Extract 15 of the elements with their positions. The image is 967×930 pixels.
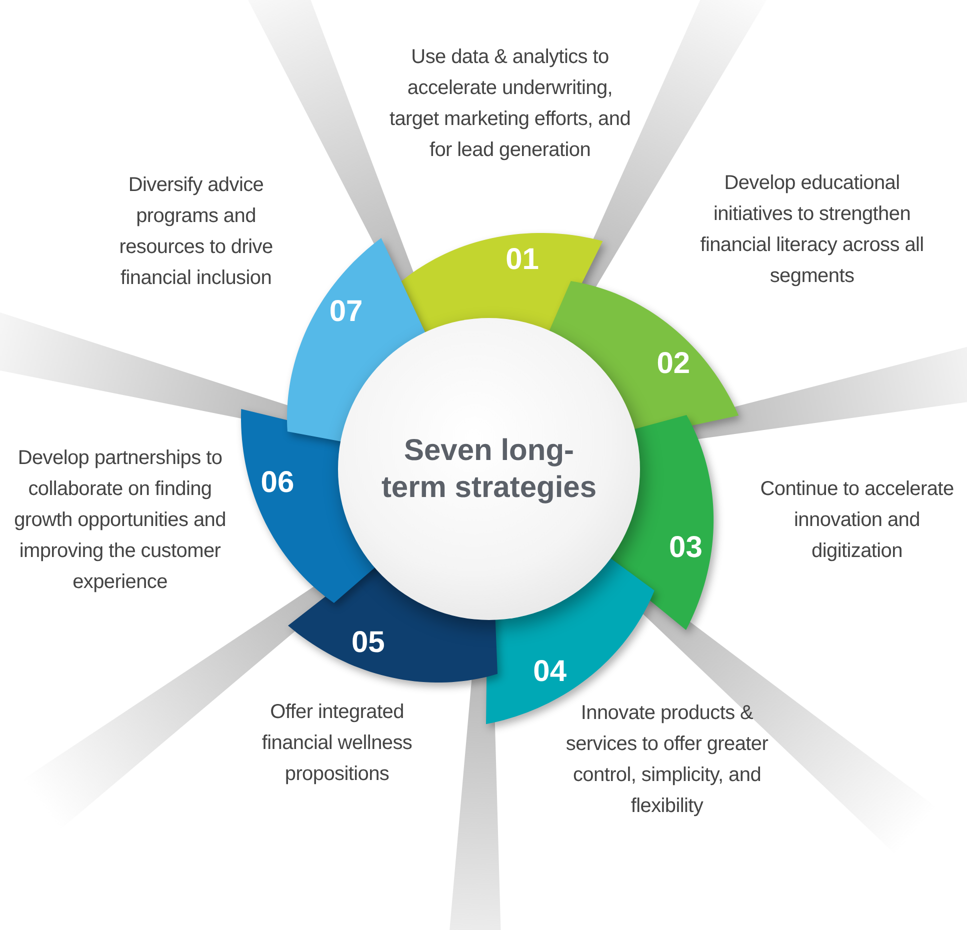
step-number: 05	[351, 626, 385, 660]
strategy-description: Diversify advice programs and resources to drive financial inclusion	[118, 173, 274, 291]
strategy-description: Continue to accelerate innovation and digitization	[759, 477, 955, 564]
step-number: 07	[329, 295, 363, 330]
step-number: 03	[669, 531, 702, 565]
step-number: 06	[260, 466, 294, 500]
strategy-description: Develop educational initiatives to strengthen financial literacy across all segments	[699, 171, 925, 289]
center-title: Seven long-term strategies	[380, 433, 598, 506]
strategy-description: Use data & analytics to accelerate underwriting, target marketing efforts, and for lead generation	[388, 45, 632, 163]
strategy-description: Innovate products & services to offer greater control, simplicity, and flexibility	[564, 701, 770, 819]
step-number: 04	[533, 655, 567, 690]
strategy-description: Offer integrated financial wellness propositions	[260, 700, 414, 787]
step-number: 02	[656, 347, 690, 382]
strategy-description: Develop partnerships to collaborate on finding growth opportunities and improving the customer experience	[13, 446, 227, 595]
step-number: 01	[506, 242, 539, 277]
